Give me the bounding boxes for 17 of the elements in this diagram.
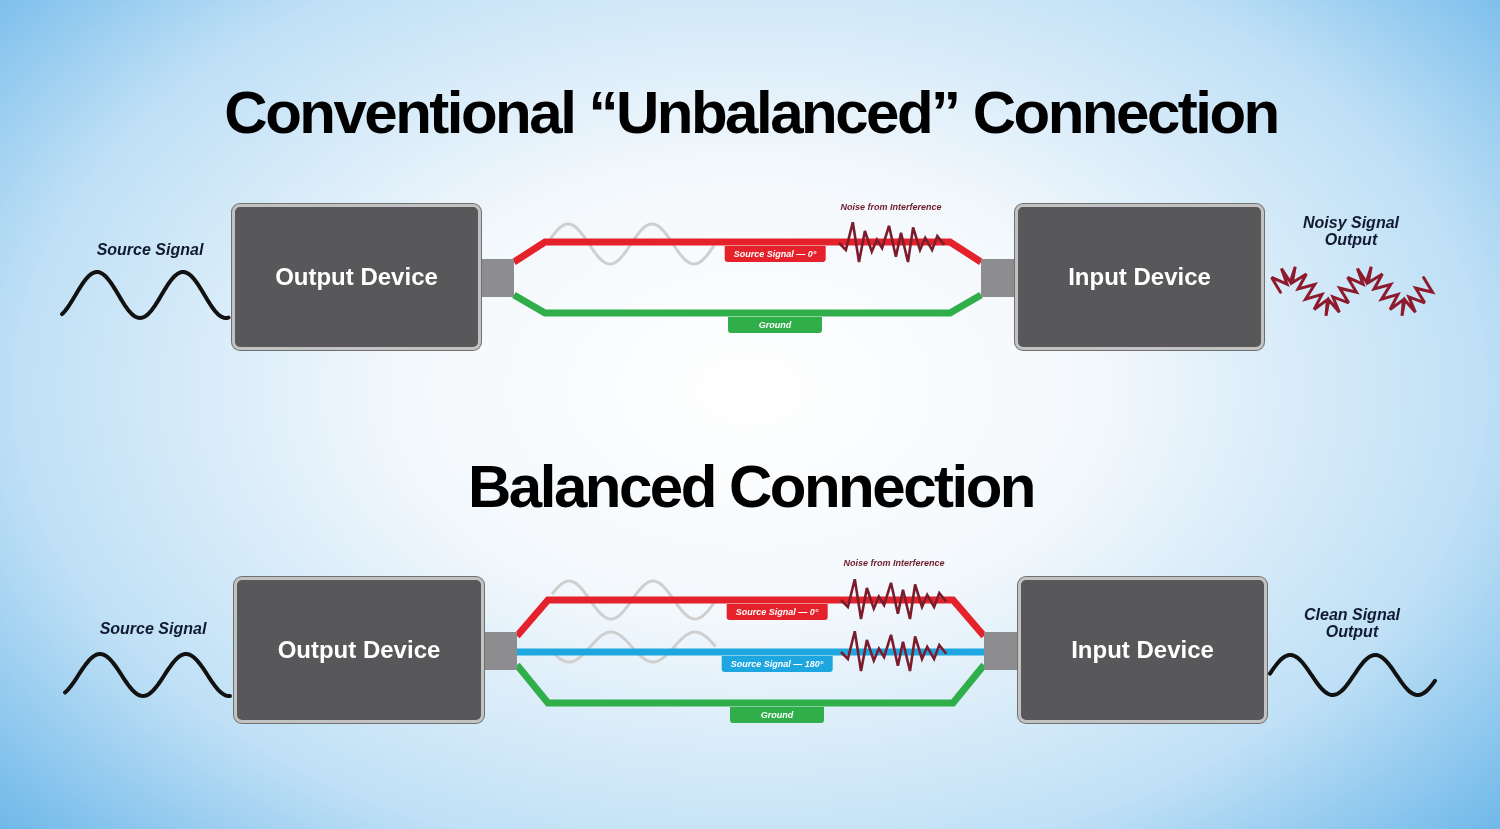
signal-caption: Source Signal: [95, 241, 205, 258]
wire: [514, 596, 987, 639]
noise-caption: Noise from Interference: [843, 559, 945, 568]
device-label: Output Device: [277, 636, 441, 664]
device-label: Input Device: [1068, 263, 1211, 291]
section-title: Conventional “Unbalanced” Connection: [224, 83, 1278, 143]
wire: [517, 648, 984, 656]
wire: [514, 662, 987, 707]
noise-caption: Noise from Interference: [840, 203, 942, 212]
wire: [512, 291, 983, 317]
signal-caption: Source Signal: [98, 620, 208, 637]
signal-caption: Noisy Signal Output: [1302, 214, 1401, 248]
wire: [512, 238, 983, 265]
device-label: Output Device: [275, 263, 438, 291]
section-title: Balanced Connection: [468, 457, 1034, 517]
device-label: Input Device: [1071, 636, 1214, 664]
signal-caption: Clean Signal Output: [1303, 606, 1402, 640]
